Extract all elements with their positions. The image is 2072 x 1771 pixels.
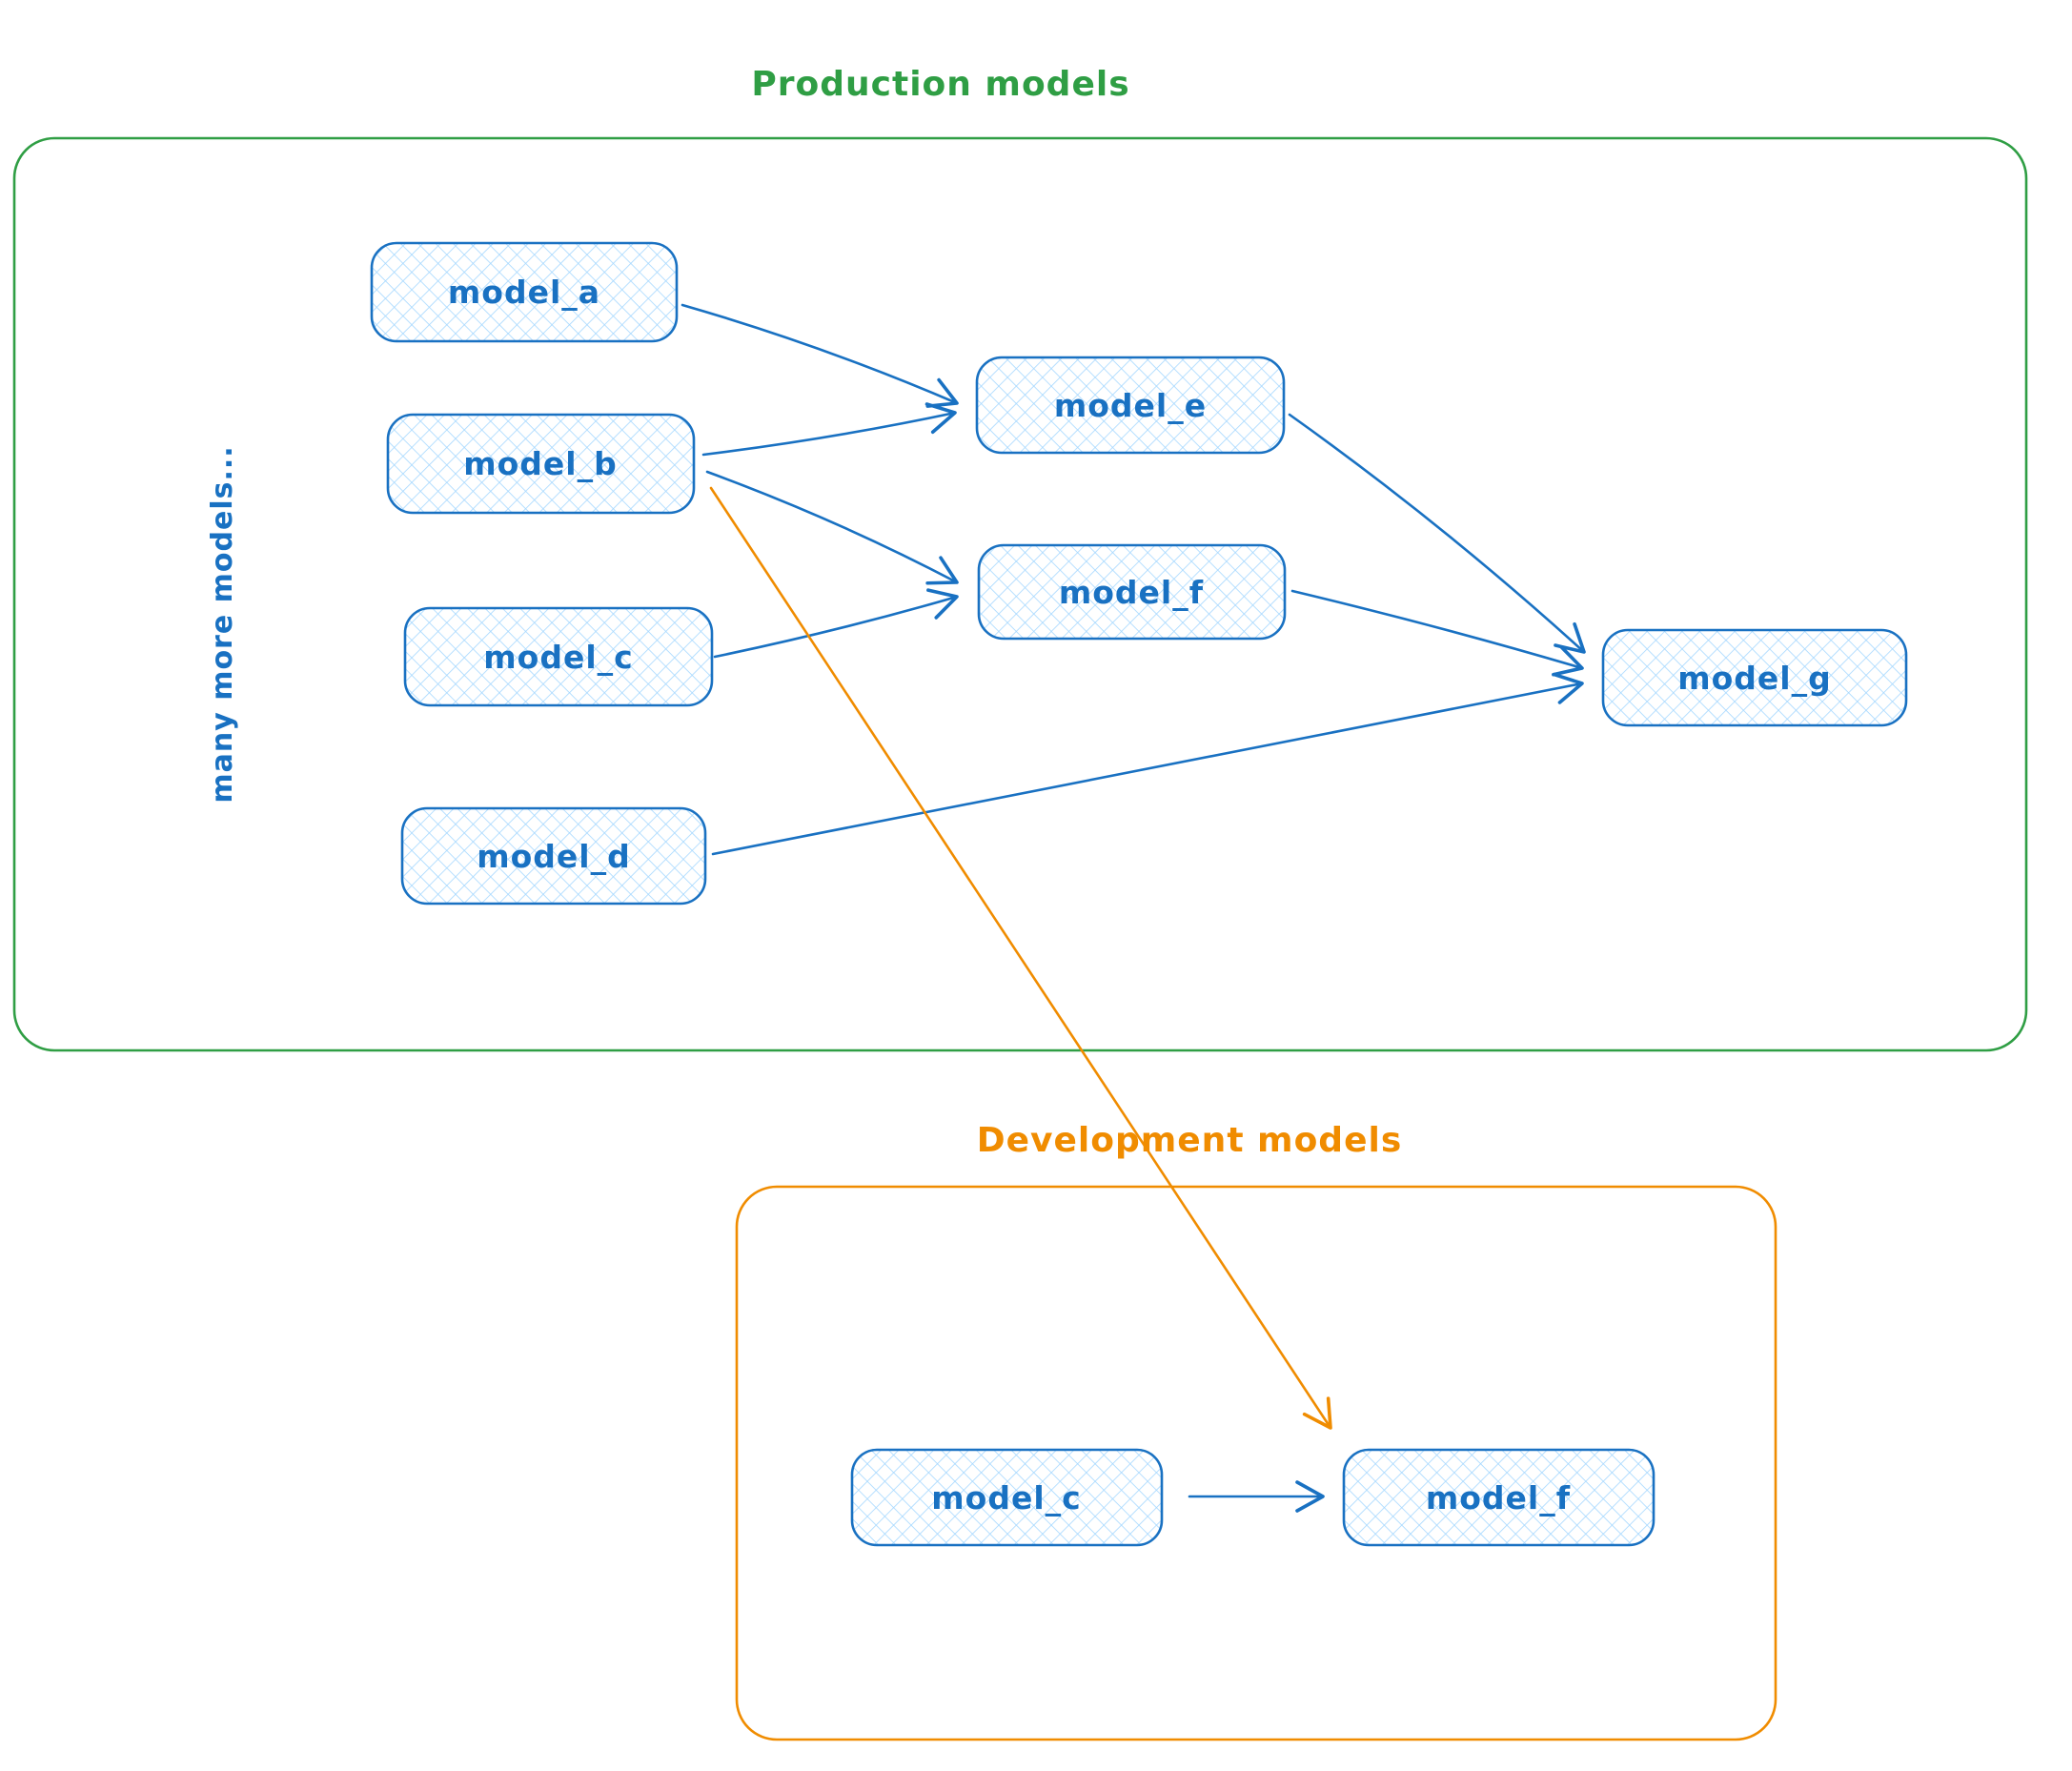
node-model-b-label: model_b: [463, 445, 618, 482]
edge-model-b-to-model-f: [705, 470, 959, 585]
edge-model-d-to-model-g: [711, 672, 1584, 856]
node-dev-model-c-label: model_c: [931, 1479, 1081, 1517]
development-container: [735, 1185, 1777, 1741]
node-model-d-label: model_d: [477, 838, 631, 875]
edge-model-e-to-model-g: [1288, 413, 1586, 654]
node-dev-model-f-label: model_f: [1426, 1479, 1571, 1517]
node-model-e: model_e: [975, 356, 1286, 455]
node-model-a: model_a: [370, 241, 679, 343]
node-model-e-label: model_e: [1054, 387, 1207, 424]
node-model-f: model_f: [977, 543, 1287, 641]
edge-model-f-to-model-g: [1290, 589, 1584, 677]
production-container: [12, 136, 2028, 1052]
edge-model-b-to-model-e: [701, 402, 957, 457]
node-dev-model-f: model_f: [1342, 1448, 1656, 1547]
edge-model-a-to-model-e: [681, 303, 959, 408]
node-model-g-label: model_g: [1677, 660, 1832, 697]
edge-model-c-to-model-f: [713, 588, 959, 659]
many-more-models-label: many more models...: [206, 445, 239, 803]
node-model-c: model_c: [403, 606, 714, 707]
node-model-g: model_g: [1601, 628, 1908, 727]
cross-edge-model-b-to-dev-model-f: [709, 486, 1332, 1430]
node-model-f-label: model_f: [1059, 574, 1204, 611]
node-dev-model-c: model_c: [850, 1448, 1164, 1547]
node-model-d: model_d: [400, 806, 707, 906]
node-model-b: model_b: [386, 413, 696, 515]
production-title: Production models: [751, 65, 1129, 104]
development-title: Development models: [977, 1121, 1403, 1160]
node-model-c-label: model_c: [483, 639, 633, 676]
node-model-a-label: model_a: [448, 274, 600, 311]
